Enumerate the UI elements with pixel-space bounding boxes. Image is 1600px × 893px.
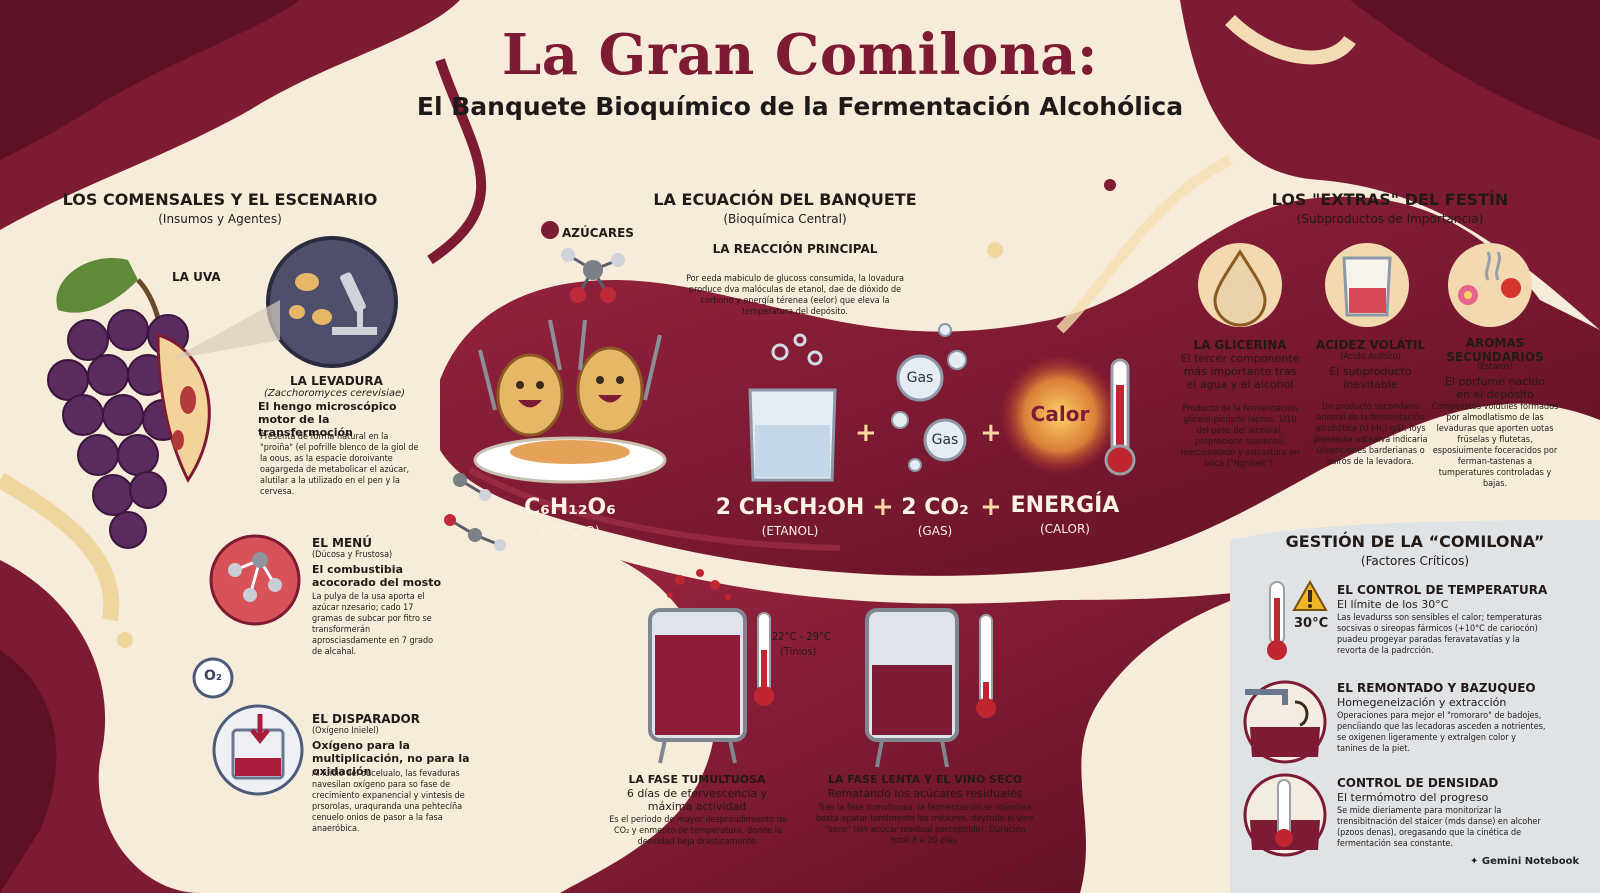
density-meter-icon — [1243, 773, 1327, 857]
equation-plus-2: + — [980, 492, 1002, 522]
slow-phase-thermometer-icon — [976, 614, 996, 718]
equation-ethanol-label: (ETANOL) — [761, 524, 819, 538]
reaction-plus-1: + — [855, 418, 877, 448]
o2-label: O₂ — [203, 668, 223, 684]
section-subheading-diners: (Insumos y Agentes) — [158, 212, 282, 226]
equation-ethanol: 2 CH₃CH₂OH — [715, 495, 865, 520]
equation-co2-label: (GAS) — [917, 524, 953, 538]
menu-subtitle: El combustibia acocorado del mosto — [312, 563, 442, 589]
temperature-warning-icon — [1267, 579, 1328, 660]
brand-watermark: ✦ Gemini Notebook — [1470, 856, 1579, 867]
equation-sugar: C₆H₁₂O₆ — [524, 495, 616, 520]
pumping-body: Operaciones para mejor el "romoraro" de … — [1337, 711, 1546, 754]
section-heading-diners: LOS COMENSALES Y EL ESCENARIO — [62, 190, 378, 209]
glycerin-title: LA GLICERINA — [1193, 338, 1287, 352]
density-subtitle: El termómotro del progreso — [1337, 791, 1489, 804]
glycerin-body: Producto de la fermentación glicere-picú… — [1180, 404, 1300, 469]
acidity-subtitle: El subproducto inevitable — [1329, 365, 1412, 391]
trigger-body: Al iuicio del oucelualo, las fevaduras n… — [312, 769, 465, 834]
pumping-subtitle: Homegeneización y extracción — [1337, 696, 1507, 709]
tumultuous-thermometer-icon — [754, 612, 774, 706]
yeast-body: Presenta de forma natural en la "proiña"… — [260, 432, 419, 497]
yeast-characters-eating-illustration — [473, 319, 667, 484]
equation-energy-label: (CALOR) — [1040, 522, 1090, 536]
section-heading-equation: LA ECUACIÓN DEL BANQUETE — [653, 190, 917, 209]
pumping-over-icon — [1243, 680, 1327, 764]
menu-body: La pulya de la usa aporta el azúcar nzes… — [312, 592, 434, 657]
temperature-badge: 30°C — [1294, 616, 1329, 631]
beaker-drop-icon — [212, 704, 304, 796]
management-subheading: (Factores Críticos) — [1360, 554, 1470, 568]
management-heading: GESTIÓN DE LA “COMILONA” — [1285, 532, 1545, 551]
section-subheading-equation: (Bioquímica Central) — [723, 212, 847, 226]
yeast-latin-name: (Zacchoromyces cerevisiae) — [264, 388, 406, 399]
pumping-title: EL REMONTADO Y BAZUQUEO — [1337, 681, 1536, 695]
tumultuous-temp: 22°C - 29°C — [772, 630, 831, 643]
grape-label: LA UVA — [172, 270, 221, 284]
molecule-bubble-icon — [209, 534, 301, 626]
tumultuous-temp-note: (Tinlos) — [780, 645, 817, 658]
reaction-body: Por eeda mabiculo de glucoss consumida, … — [686, 274, 904, 317]
temp-control-subtitle: El límite de los 30°C — [1337, 598, 1449, 611]
sugar-molecule-icon — [561, 248, 625, 303]
aroma-flowers-icon — [1448, 243, 1532, 327]
trigger-subtitle: Oxígeno para la multiplicación, no para … — [312, 739, 470, 778]
temp-control-title: EL CONTROL DE TEMPERATURA — [1337, 583, 1548, 597]
menu-title: EL MENÚ — [312, 536, 372, 550]
co2-gas-bubbles-icon — [891, 323, 967, 472]
oxygen-bubble-icon — [192, 657, 234, 699]
sparkle-icon: ✦ — [1470, 856, 1479, 867]
yeast-title: LA LEVADURA — [290, 374, 383, 388]
gas-label-1: Gas — [906, 370, 934, 386]
tumultuous-title: LA FASE TUMULTUOSA — [628, 773, 766, 786]
section-subheading-extras: (Subproductos de Importancia) — [1296, 212, 1484, 226]
menu-paren: (Dúcosa y Frustosa) — [312, 550, 393, 560]
sugars-label: AZÚCARES — [562, 226, 634, 240]
aromas-title: AROMAS SECUNDARIOS — [1446, 336, 1544, 364]
aromas-body: Composstos voldtiles formados por almodl… — [1431, 402, 1559, 489]
density-title: CONTROL DE DENSIDAD — [1337, 776, 1499, 790]
temp-control-body: Las levadurss son sensibles el calor; te… — [1337, 613, 1543, 656]
equation-energy: ENERGÍA — [1010, 493, 1120, 518]
reaction-plus-2: + — [980, 418, 1002, 448]
slow-phase-tank-icon — [865, 608, 959, 768]
acetic-acid-beaker-icon — [1325, 243, 1409, 327]
section-heading-extras: LOS "EXTRAS" DEL FESTÍN — [1271, 190, 1509, 209]
aromas-subtitle: El porfume nacido en el depósito — [1444, 375, 1546, 401]
molecule-decoration-icon — [444, 473, 506, 551]
trigger-paren: (Oxígeno Inielel) — [312, 726, 379, 736]
density-body: Se mide dieriamente para monitorizar la … — [1337, 806, 1541, 849]
heat-label: Calor — [1030, 402, 1090, 426]
equation-sugar-label: (AZÚCAR) — [540, 524, 600, 538]
acidity-title: ACIDEZ VOLÁTIL — [1315, 338, 1426, 352]
slow-phase-subtitle: Rematando los acúcares residuales — [827, 787, 1023, 800]
acidity-paren: (Acido Acético) — [1340, 352, 1401, 362]
aromas-paren: (Estaros) — [1476, 362, 1514, 372]
tumultuous-subtitle: 6 días de efervescencia y máxima activid… — [626, 787, 768, 813]
equation-plus-1: + — [872, 492, 894, 522]
grape-leaf-icon — [56, 258, 138, 313]
slow-phase-body: Tras la fase tumultuosa, la fermentación… — [815, 803, 1035, 846]
acidity-body: Un producto secondario anreral de la fer… — [1313, 402, 1428, 467]
tumultuous-body: Es el periodo de mayor despraudimiento d… — [609, 815, 787, 847]
yeast-subtitle: El hengo microscópico motor de la transf… — [258, 400, 397, 439]
slow-phase-title: LA FASE LENTA Y EL VINO SECO — [827, 773, 1023, 786]
glycerin-subtitle: El tercer componente más importante tras… — [1180, 352, 1300, 391]
trigger-title: EL DISPARADOR — [312, 712, 420, 726]
gas-label-2: Gas — [931, 432, 959, 448]
brand-label: Gemini Notebook — [1481, 856, 1580, 867]
reaction-title: LA REACCIÓN PRINCIPAL — [712, 242, 878, 256]
page-title: La Gran Comilona: — [501, 22, 1099, 88]
equation-co2: 2 CO₂ — [901, 495, 969, 520]
page-subtitle: El Banquete Bioquímico de la Fermentació… — [416, 92, 1184, 121]
ethanol-beaker-icon — [748, 333, 837, 482]
yeast-microscope-icon — [266, 236, 398, 368]
tumultuous-tank-icon — [648, 569, 747, 764]
thermometer-icon — [1104, 358, 1136, 476]
glycerin-drop-icon — [1198, 243, 1282, 327]
grape-cluster-illustration — [47, 258, 211, 549]
